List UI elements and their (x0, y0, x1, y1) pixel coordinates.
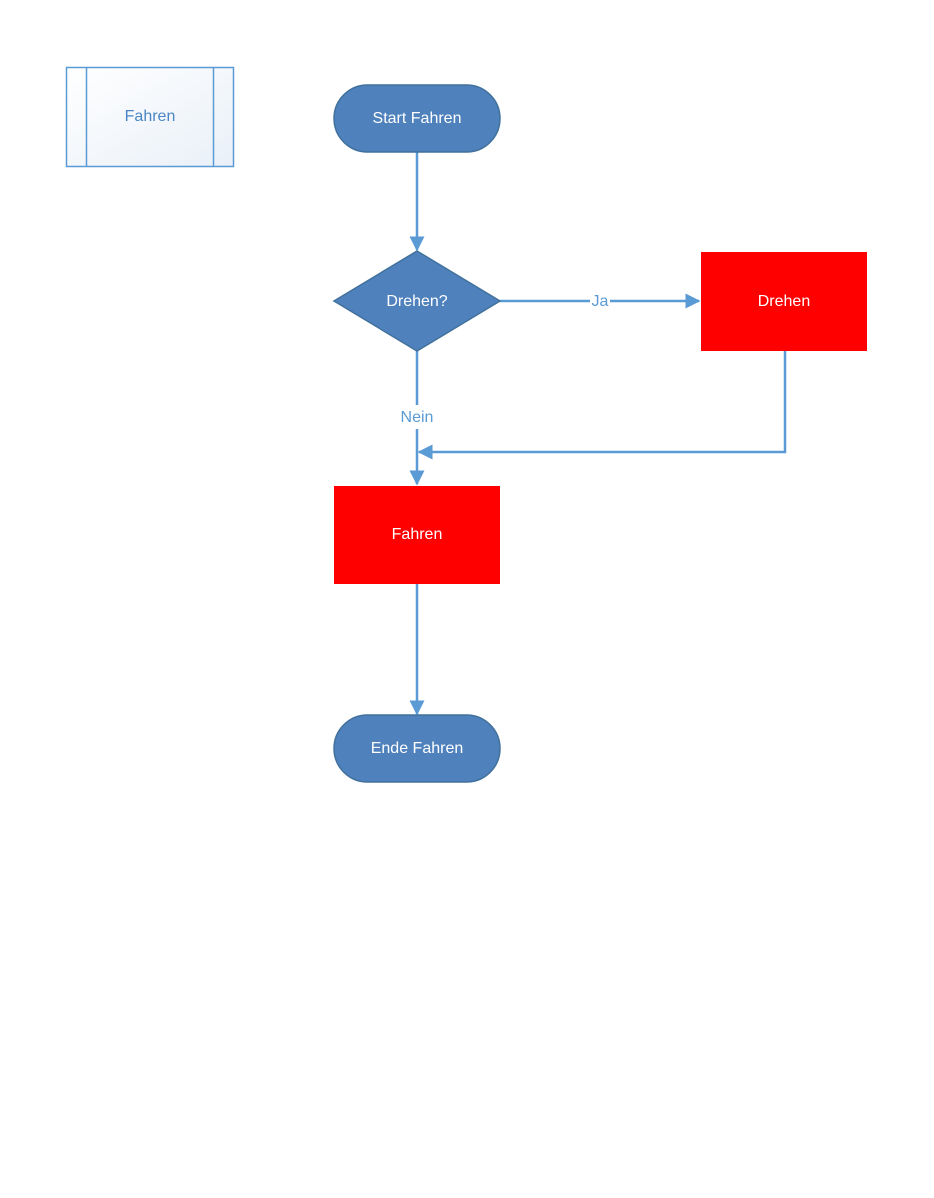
process-turn-label: Drehen (758, 293, 810, 310)
process-drive-label: Fahren (392, 526, 443, 543)
yes-label-background (590, 291, 610, 311)
edge-label-no: Nein (401, 409, 434, 426)
connector-turn-to-drive[interactable] (417, 351, 787, 460)
process-turn[interactable]: Drehen (701, 252, 867, 351)
no-label-background (395, 405, 439, 429)
start-label: Start Fahren (373, 110, 462, 127)
connectors (409, 152, 787, 716)
process-drive[interactable]: Fahren (334, 486, 500, 584)
edge-label-yes: Ja (592, 293, 609, 310)
subprocess-label: Fahren (125, 108, 176, 125)
end-terminal[interactable]: Ende Fahren (333, 714, 501, 783)
start-terminal[interactable]: Start Fahren (333, 84, 501, 153)
decision-diamond[interactable]: Drehen? (332, 250, 502, 352)
subprocess-shape[interactable]: Fahren (65, 66, 235, 168)
decision-label: Drehen? (386, 293, 447, 310)
end-label: Ende Fahren (371, 740, 464, 757)
